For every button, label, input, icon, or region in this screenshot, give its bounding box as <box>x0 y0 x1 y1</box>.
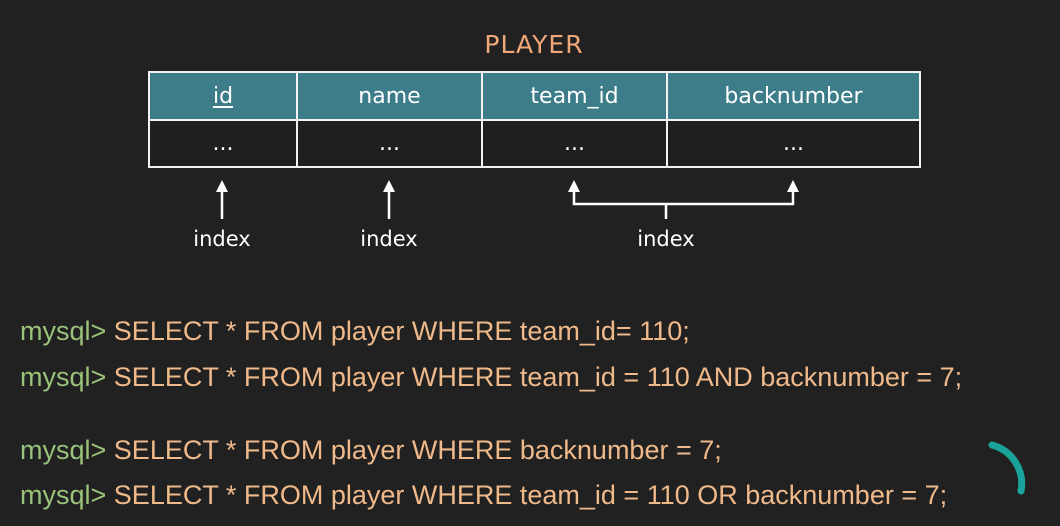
query-line: mysql> SELECT * FROM player WHERE team_i… <box>20 362 962 393</box>
index-label-id: index <box>193 227 251 251</box>
sql-text: SELECT * FROM player WHERE team_id = 110… <box>113 480 948 510</box>
index-label-name: index <box>360 227 418 251</box>
table-header-row: id name team_id backnumber <box>148 71 921 121</box>
cell-team-id: ... <box>481 119 668 168</box>
sql-text: SELECT * FROM player WHERE backnumber = … <box>113 435 722 465</box>
cell-id: ... <box>148 119 298 168</box>
column-header-team-id: team_id <box>481 71 668 121</box>
sql-text: SELECT * FROM player WHERE team_id= 110; <box>113 316 690 346</box>
table-title: PLAYER <box>484 30 584 59</box>
arrow-head-backnumber <box>787 180 799 192</box>
sql-text: SELECT * FROM player WHERE team_id = 110… <box>113 362 963 392</box>
player-table: id name team_id backnumber ... ... ... .… <box>148 71 921 168</box>
cell-backnumber: ... <box>666 119 921 168</box>
arrow-head-team-id <box>568 180 580 192</box>
column-header-id: id <box>148 71 298 121</box>
primary-key-label: id <box>212 83 234 109</box>
query-line: mysql> SELECT * FROM player WHERE team_i… <box>20 480 947 511</box>
column-header-backnumber: backnumber <box>666 71 921 121</box>
index-label-composite: index <box>637 227 695 251</box>
query-line: mysql> SELECT * FROM player WHERE backnu… <box>20 435 722 466</box>
mysql-prompt: mysql> <box>20 435 107 465</box>
cell-name: ... <box>296 119 483 168</box>
arrow-head-name <box>383 180 395 192</box>
mysql-prompt: mysql> <box>20 362 107 392</box>
composite-index-bracket <box>572 190 795 219</box>
mysql-prompt: mysql> <box>20 316 107 346</box>
column-header-name: name <box>296 71 483 121</box>
arrow-head-id <box>216 180 228 192</box>
table-row: ... ... ... ... <box>148 119 921 168</box>
query-line: mysql> SELECT * FROM player WHERE team_i… <box>20 316 690 347</box>
mysql-prompt: mysql> <box>20 480 107 510</box>
